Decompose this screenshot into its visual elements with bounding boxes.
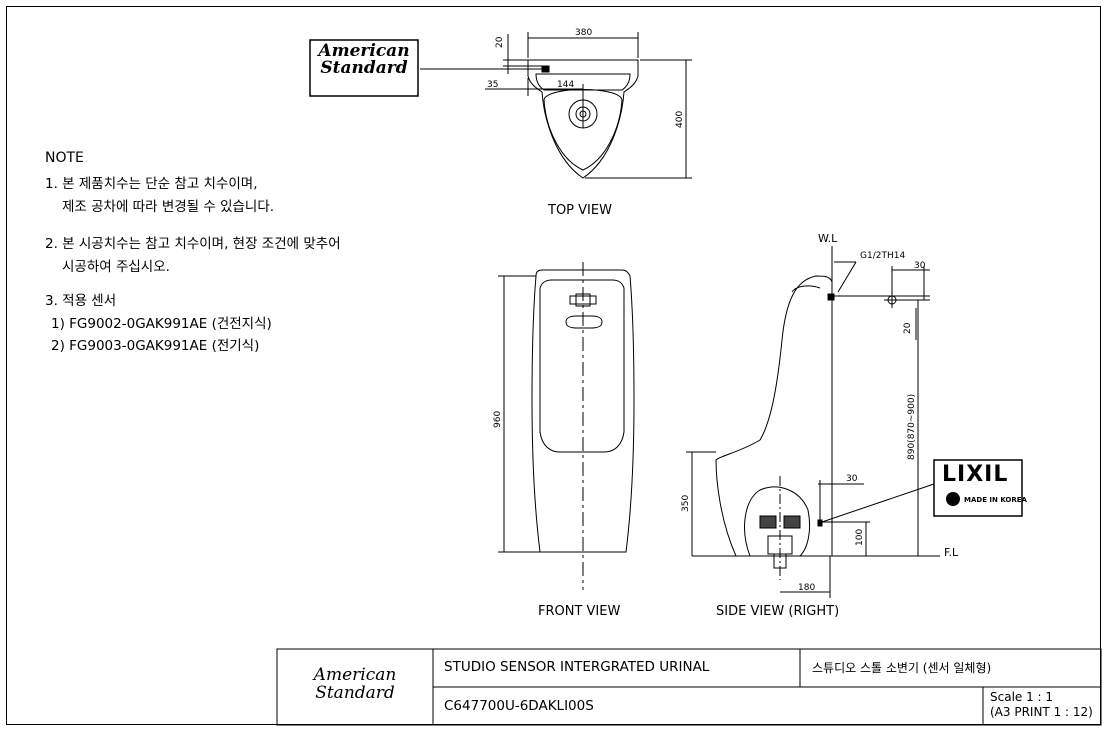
scale-label: Scale 1 : 1 [990,690,1054,704]
dim-30-lower: 30 [846,474,858,484]
tb-logo-line1: American [313,665,397,685]
note-1a: 1. 본 제품치수는 단순 참고 치수이며, [45,176,258,192]
title-block-lines [276,648,1102,726]
water-level-label: W.L [818,232,838,245]
floor-level-label: F.L [944,546,959,559]
tb-logo-line2: Standard [315,683,395,703]
side-view-label: SIDE VIEW (RIGHT) [716,604,840,619]
note-1b: 제조 공차에 따라 변경될 수 있습니다. [62,199,275,215]
note-3: 3. 적용 센서 [45,293,117,309]
logo-line1: American [318,41,410,61]
product-title-en: STUDIO SENSOR INTERGRATED URINAL [444,659,710,675]
dim-30-top: 30 [914,261,926,271]
side-view-drawing [686,246,940,598]
dim-20-side: 20 [903,322,913,334]
american-standard-logo: American Standard [312,43,416,77]
dim-144: 144 [557,80,574,90]
lixil-made-in: MADE IN KOREA [964,496,1027,504]
lixil-box [933,459,1023,517]
dim-20-top: 20 [495,36,505,48]
print-scale-label: (A3 PRINT 1 : 12) [990,705,1093,719]
dim-35: 35 [487,80,498,90]
note-heading: NOTE [45,150,84,166]
front-view-drawing [498,262,635,590]
note-2b: 시공하여 주십시오. [62,259,170,275]
dim-890: 890(870~900) [907,394,917,460]
title-block-logo: American Standard [300,666,410,702]
sensor-1: 1) FG9002-0GAK991AE (건전지식) [51,316,272,332]
lixil-logo: LIXIL [942,462,1009,487]
top-view-label: TOP VIEW [548,203,612,218]
logo-box [309,39,419,97]
pipe-spec: G1/2TH14 [860,251,905,261]
sensor-2: 2) FG9003-0GAK991AE (전기식) [51,338,260,354]
dim-960: 960 [493,411,503,428]
lixil-seal-icon [946,492,960,506]
dim-380: 380 [575,28,592,38]
dim-100: 100 [855,529,865,546]
dim-400: 400 [675,111,685,128]
front-view-label: FRONT VIEW [538,604,621,619]
dim-180: 180 [798,583,815,593]
top-view-drawing [420,32,692,179]
dim-350: 350 [681,495,691,512]
model-number: C647700U-6DAKLI00S [444,698,594,714]
logo-line2: Standard [320,58,408,78]
note-2a: 2. 본 시공치수는 참고 치수이며, 현장 조건에 맞추어 [45,236,341,252]
product-title-ko: 스튜디오 스톨 소변기 (센서 일체형) [812,661,992,675]
